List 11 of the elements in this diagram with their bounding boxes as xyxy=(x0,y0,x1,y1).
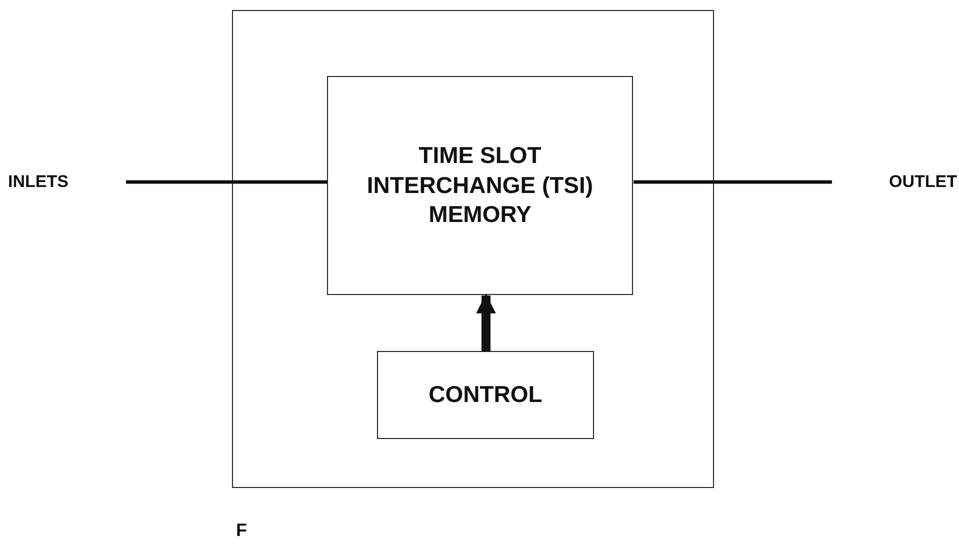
node-label: CONTROL xyxy=(428,380,542,410)
node-label: OUTLET xyxy=(889,170,957,193)
process-box xyxy=(327,76,633,295)
node-label: INLETS xyxy=(8,170,68,193)
signal-line xyxy=(634,180,832,184)
process-box xyxy=(377,351,594,439)
signal-line xyxy=(126,180,328,184)
arrow xyxy=(476,294,496,352)
figure-letter: F xyxy=(236,520,247,541)
node-label: TIME SLOT INTERCHANGE (TSI) MEMORY xyxy=(366,140,594,230)
enclosure-box xyxy=(232,10,714,488)
